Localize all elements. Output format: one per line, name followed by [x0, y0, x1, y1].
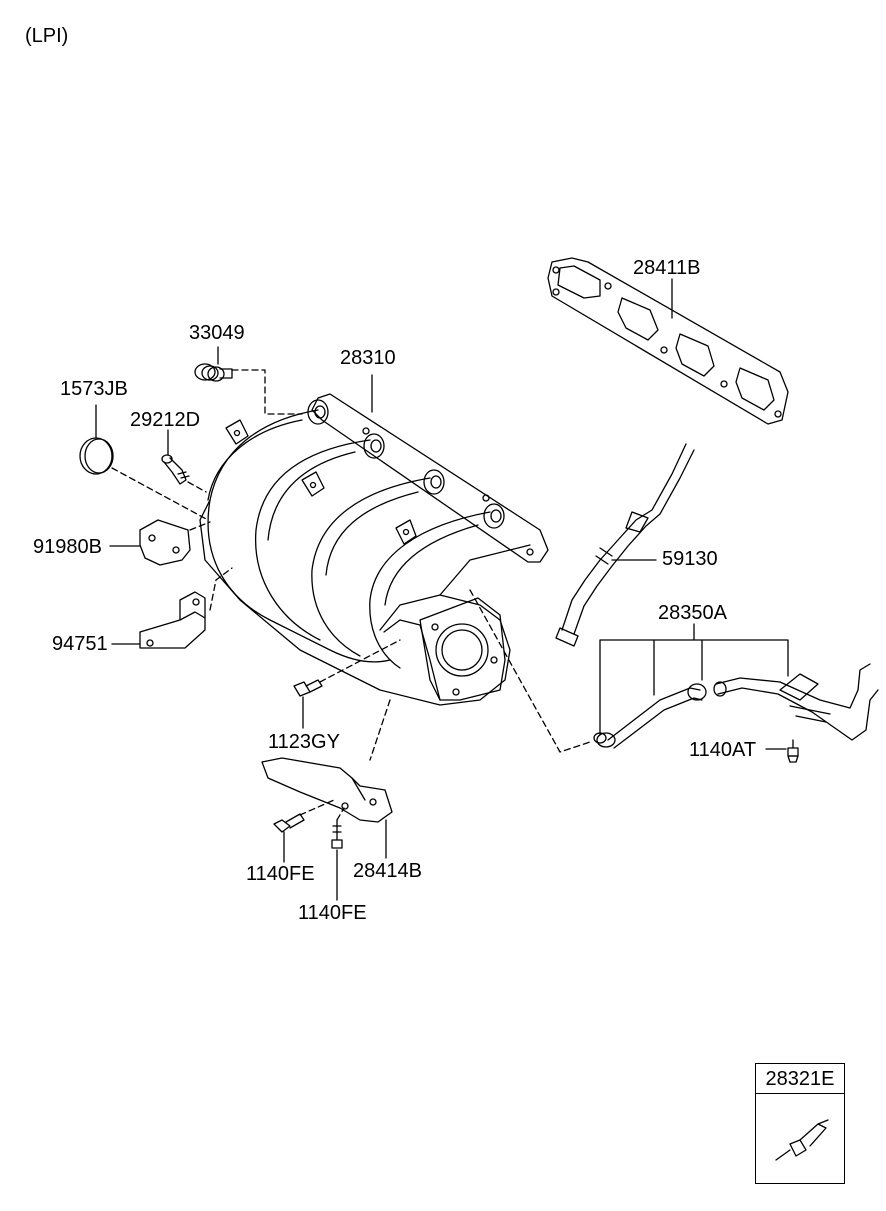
part-label-94751[interactable]: 94751	[52, 633, 108, 655]
part-label-1140AT[interactable]: 1140AT	[689, 739, 757, 761]
bolt-1140AT	[787, 739, 799, 763]
part-label-28411B[interactable]: 28411B	[633, 257, 701, 279]
pcv-valve	[194, 363, 233, 382]
inset-part-label[interactable]: 28321E	[756, 1064, 844, 1094]
manifold-stay	[261, 757, 393, 823]
part-label-28310[interactable]: 28310	[340, 347, 396, 369]
sensor-28321E	[775, 1119, 829, 1161]
bolt-1123GY	[293, 679, 323, 697]
inset-box: 28321E	[755, 1063, 845, 1184]
leader-1140FE-b-dash	[336, 807, 345, 821]
manifold-gasket	[547, 257, 789, 425]
leader-28350A-dash	[469, 589, 591, 753]
bolt-1140FE-b	[331, 819, 343, 849]
part-label-91980B[interactable]: 91980B	[33, 536, 102, 558]
leader-94751-dash	[209, 567, 233, 611]
leader-1140FE-a-dash	[299, 799, 335, 816]
leader-29212D-dash	[187, 481, 207, 493]
part-label-28414B[interactable]: 28414B	[353, 860, 422, 882]
part-label-1573JB[interactable]: 1573JB	[60, 378, 128, 400]
leader-28414B-dash	[369, 699, 391, 761]
part-label-1123GY[interactable]: 1123GY	[268, 731, 340, 753]
mounting-bracket	[139, 591, 206, 649]
vacuum-nipple	[161, 454, 190, 485]
leader-33049-dash	[231, 369, 303, 415]
hose-assembly-28350A	[593, 663, 879, 749]
part-label-59130[interactable]: 59130	[662, 548, 718, 570]
leader-28350A	[599, 623, 789, 736]
leader-1573JB-dash	[111, 467, 209, 521]
part-label-1140FE-b[interactable]: 1140FE	[298, 902, 367, 924]
intake-manifold	[199, 393, 549, 706]
plug-cap	[79, 437, 114, 475]
variant-label: (LPI)	[25, 25, 69, 47]
wire-bracket	[139, 519, 191, 566]
part-label-28350A[interactable]: 28350A	[658, 602, 727, 624]
part-label-33049[interactable]: 33049	[189, 322, 245, 344]
part-label-1140FE-a[interactable]: 1140FE	[246, 863, 315, 885]
leader-91980B-dash	[189, 521, 211, 531]
part-label-29212D[interactable]: 29212D	[130, 409, 201, 431]
hose-59130	[555, 443, 695, 647]
bolt-1140FE-a	[273, 813, 305, 833]
leader-1123GY-dash	[319, 639, 401, 683]
